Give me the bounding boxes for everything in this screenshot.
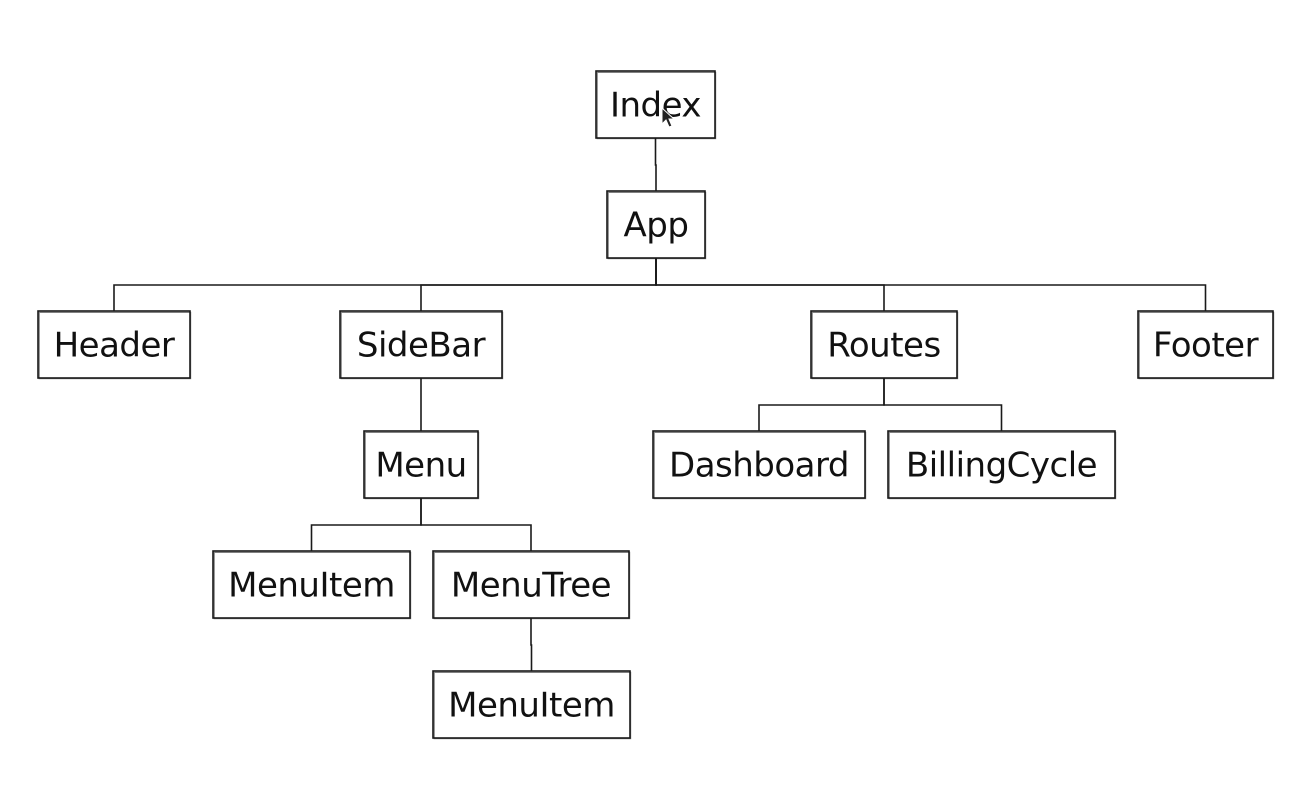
- edge-app-to-footer: [655, 258, 1207, 311]
- node-box: [1137, 310, 1274, 379]
- edge-menu-to-menu_tree: [420, 498, 532, 551]
- node-box-outline: [433, 551, 631, 620]
- node-box-outline: [340, 311, 504, 380]
- node-label: Dashboard: [669, 446, 849, 486]
- node-box: [212, 550, 411, 619]
- node-box-outline: [38, 311, 192, 380]
- node-routes: Routes: [810, 310, 959, 380]
- node-box-outline: [364, 431, 480, 500]
- node-box: [606, 190, 706, 259]
- node-header: Header: [37, 310, 192, 380]
- edge-menu-to-menu_item_1: [310, 498, 422, 551]
- node-box-outline: [653, 431, 867, 500]
- node-box-outline: [607, 191, 707, 260]
- node-menu-item-2: MenuItem: [432, 670, 632, 740]
- edge-app-to-sidebar: [420, 258, 657, 311]
- node-label: Index: [610, 86, 701, 126]
- tree-connectors: [113, 138, 1207, 671]
- node-app: App: [606, 190, 707, 260]
- node-label: SideBar: [357, 326, 486, 366]
- node-billing-cycle: BillingCycle: [887, 430, 1117, 500]
- node-box-outline: [433, 671, 632, 740]
- node-footer: Footer: [1137, 310, 1275, 380]
- node-box-outline: [596, 71, 717, 140]
- node-box-outline: [1138, 311, 1275, 380]
- edge-menu_tree-to-menu_item_2: [530, 618, 533, 671]
- node-box-outline: [888, 431, 1117, 500]
- node-menu: Menu: [363, 430, 480, 500]
- node-box: [595, 70, 716, 139]
- node-sidebar: SideBar: [339, 310, 504, 380]
- node-menu-item-1: MenuItem: [212, 550, 412, 620]
- node-label: Menu: [375, 446, 466, 486]
- node-label: MenuItem: [448, 686, 615, 726]
- node-box-outline: [811, 311, 959, 380]
- node-label: MenuTree: [451, 566, 611, 606]
- node-box: [339, 310, 503, 379]
- node-box: [432, 670, 631, 739]
- node-dashboard: Dashboard: [652, 430, 867, 500]
- node-index: Index: [595, 70, 717, 140]
- node-label: Header: [54, 326, 175, 366]
- edge-index-to-app: [654, 138, 657, 191]
- node-label: MenuItem: [228, 566, 395, 606]
- node-box-outline: [213, 551, 412, 620]
- node-label: Routes: [827, 326, 940, 366]
- node-box: [652, 430, 866, 499]
- node-label: App: [624, 206, 689, 246]
- node-box: [432, 550, 630, 619]
- edge-routes-to-dashboard: [758, 378, 885, 431]
- node-label: BillingCycle: [906, 446, 1097, 486]
- node-menu-tree: MenuTree: [432, 550, 631, 620]
- edge-routes-to-billing_cycle: [883, 378, 1003, 431]
- node-box: [810, 310, 958, 379]
- node-box: [363, 430, 479, 499]
- node-box: [37, 310, 191, 379]
- node-label: Footer: [1153, 326, 1259, 366]
- node-box: [887, 430, 1116, 499]
- mouse-cursor-icon: [661, 106, 676, 128]
